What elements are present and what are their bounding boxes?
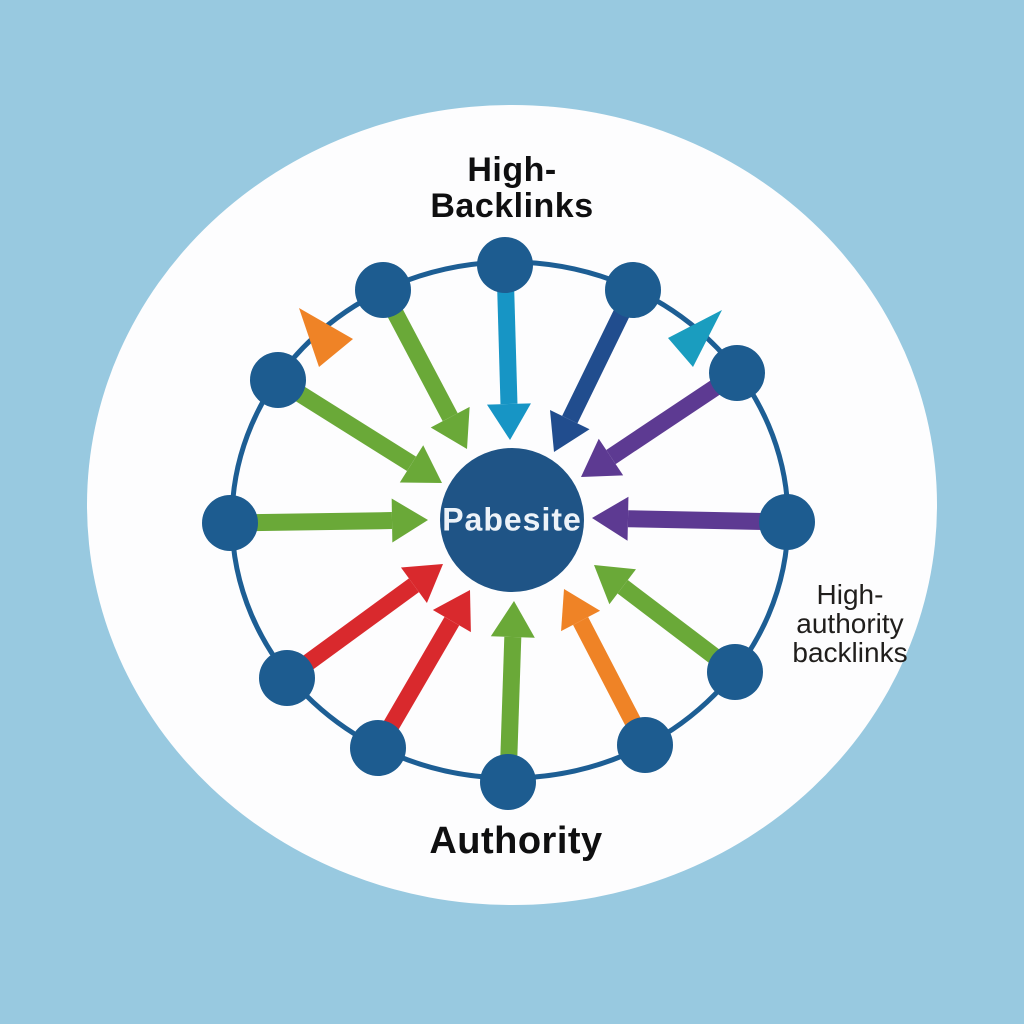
ring-node-3: [250, 352, 306, 408]
bottom-label: Authority: [429, 820, 603, 862]
top-label-line2: Backlinks: [430, 187, 594, 225]
ring-node-1: [477, 237, 533, 293]
ring-node-4: [202, 495, 258, 551]
top-label: High- Backlinks: [430, 152, 593, 224]
center-node-label: Pabesite: [442, 501, 582, 538]
arrow-head-7: [490, 601, 535, 638]
ring-node-2: [355, 262, 411, 318]
ring-node-5: [259, 650, 315, 706]
arrow-head-1: [486, 403, 531, 440]
center-node: [440, 448, 584, 592]
loose-arrowhead-1: [299, 308, 353, 367]
arrow-head-3: [399, 445, 442, 483]
arrow-head-11: [581, 438, 624, 477]
right-label-line2: authority: [796, 608, 904, 639]
arrow-head-12: [550, 409, 590, 452]
arrow-head-4: [391, 498, 428, 543]
right-label-line1: High-: [816, 579, 884, 610]
ring-node-8: [617, 717, 673, 773]
right-label: High- authority backlinks: [792, 580, 907, 667]
ring-node-9: [707, 644, 763, 700]
top-label-line1: High-: [467, 151, 557, 189]
ring-node-11: [709, 345, 765, 401]
arrow-head-5: [400, 564, 443, 604]
ring-node-10: [759, 494, 815, 550]
arrow-head-8: [561, 589, 601, 632]
loose-arrowhead-2: [668, 310, 722, 367]
ring-node-7: [480, 754, 536, 810]
arrow-head-2: [430, 406, 470, 449]
ring-node-6: [350, 720, 406, 776]
right-label-line3: backlinks: [792, 637, 908, 668]
ring-node-12: [605, 262, 661, 318]
arrow-head-10: [592, 496, 629, 541]
arrow-head-9: [594, 565, 636, 605]
arrow-head-6: [432, 590, 471, 633]
